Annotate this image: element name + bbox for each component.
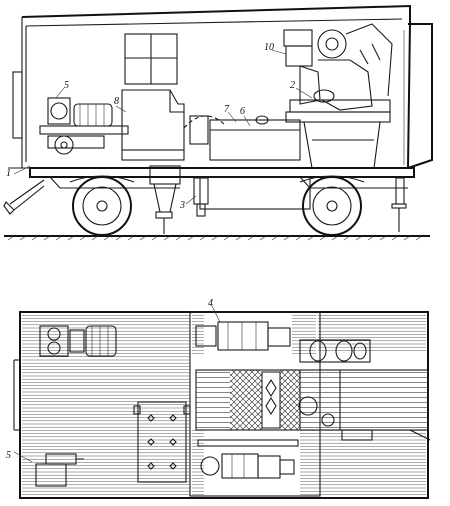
van-window <box>124 33 178 85</box>
plan-view <box>13 305 431 499</box>
lower-drive <box>197 439 299 479</box>
drawbar <box>13 359 20 431</box>
trailer-chassis <box>3 165 415 234</box>
ground-line <box>4 235 430 241</box>
floor-hatch <box>133 401 191 483</box>
van-body <box>12 4 433 169</box>
plan-leaders <box>13 305 221 463</box>
callout-1: 1 <box>6 168 11 179</box>
callout-5-side: 5 <box>64 80 69 91</box>
pulley-set <box>299 339 371 363</box>
tank-plan <box>35 453 84 487</box>
callout-4: 4 <box>208 298 213 309</box>
front-wheel <box>69 175 135 236</box>
callout-labels: 10 5 2 8 7 6 1 3 4 5 <box>6 42 295 461</box>
callout-7: 7 <box>224 104 230 115</box>
callout-6: 6 <box>240 106 245 117</box>
side-leaders <box>13 49 313 205</box>
callout-10: 10 <box>264 42 274 53</box>
compressor-unit <box>39 97 129 155</box>
compressor-plan <box>39 325 117 357</box>
winch-drive <box>195 321 291 351</box>
mixer-assembly <box>283 23 393 123</box>
callout-8: 8 <box>114 96 119 107</box>
tank-bin <box>189 115 301 161</box>
side-view <box>3 4 433 241</box>
conveyor <box>195 369 431 441</box>
callout-2: 2 <box>290 80 295 91</box>
support-frame <box>303 121 381 169</box>
callout-5-plan: 5 <box>6 450 11 461</box>
operator-console <box>121 89 185 161</box>
callout-3: 3 <box>179 200 185 211</box>
